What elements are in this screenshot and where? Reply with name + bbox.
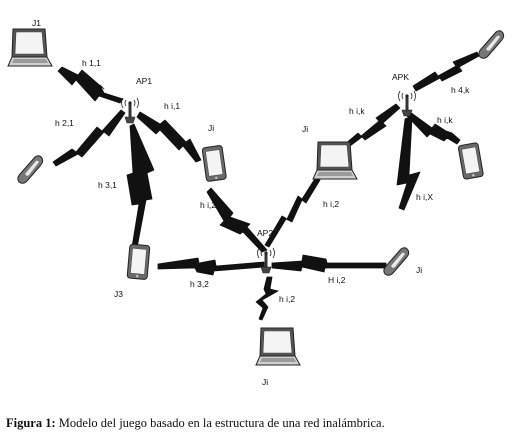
svg-text:J3: J3 — [114, 289, 123, 299]
access-point-ap2: AP2 — [257, 228, 275, 274]
phone-icon-left — [17, 155, 44, 184]
phone-icon-top-right — [478, 30, 505, 59]
label-hik-b: h i,k — [437, 115, 453, 125]
access-point-ap1: AP1 — [121, 76, 152, 124]
tablet-icon-right — [457, 142, 485, 180]
label-h21: h 2,1 — [55, 118, 74, 128]
link-h21 — [52, 109, 126, 167]
svg-text:Ji: Ji — [302, 124, 308, 134]
label-hi2-d: h i,2 — [279, 294, 295, 304]
link-h32 — [157, 257, 265, 276]
link-hi2-a — [206, 187, 268, 253]
label-h31: h 3,1 — [98, 180, 117, 190]
link-hi2-d — [255, 276, 279, 321]
access-point-apk: APK — [392, 72, 416, 117]
ap1-label: AP1 — [136, 76, 152, 86]
label-hi2-c: H i,2 — [328, 275, 346, 285]
phone-icon-ji-right: Ji — [383, 247, 422, 276]
svg-text:Ji: Ji — [416, 265, 422, 275]
label-hi2-a: h i,2 — [200, 200, 216, 210]
link-hix — [396, 117, 421, 211]
link-h31 — [126, 123, 155, 249]
link-hi1 — [136, 111, 202, 163]
laptop-icon-ji-bottom: Ji — [255, 327, 301, 387]
figure-caption: Figura 1: Modelo del juego basado en la … — [6, 416, 526, 431]
tablet-icon-j3: J3 — [114, 243, 151, 299]
link-hi2-c — [271, 254, 387, 273]
caption-text: Modelo del juego basado en la estructura… — [58, 416, 385, 430]
caption-label: Figura 1: — [6, 416, 56, 430]
link-hi2-b — [264, 176, 321, 248]
svg-text:J1: J1 — [32, 18, 41, 28]
link-hik-b — [406, 111, 461, 145]
tablet-icon-ji: Ji — [201, 123, 228, 183]
link-h11 — [57, 66, 124, 104]
label-hi1: h i,1 — [164, 101, 180, 111]
wireless-network-diagram: AP1 AP2 APK J1 Ji J3 Ji Ji Ji h 1, — [7, 18, 505, 387]
svg-text:Ji: Ji — [208, 123, 214, 133]
laptop-icon-ji-mid: Ji — [302, 124, 358, 180]
svg-text:Ji: Ji — [262, 377, 268, 387]
ap2-label: AP2 — [257, 228, 273, 238]
label-h11: h 1,1 — [82, 58, 101, 68]
label-hi2-b: h i,2 — [323, 199, 339, 209]
laptop-icon-j1: J1 — [7, 18, 53, 67]
apk-label: APK — [392, 72, 409, 82]
label-h4k: h 4,k — [451, 85, 470, 95]
label-h32: h 3,2 — [190, 279, 209, 289]
label-hix: h i,X — [416, 192, 433, 202]
label-hik-a: h i,k — [349, 106, 365, 116]
